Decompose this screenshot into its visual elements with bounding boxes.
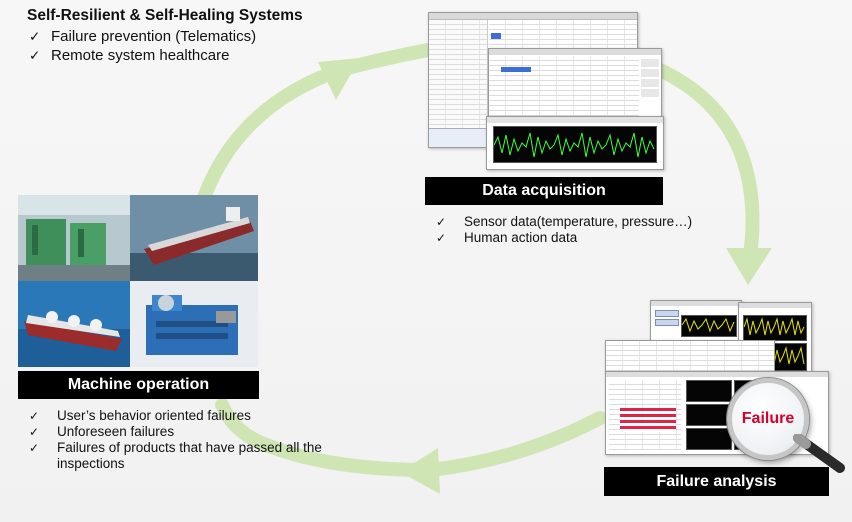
magnifier-handle (793, 434, 845, 473)
marine-engine-photo (130, 281, 258, 367)
signal-waveform (493, 132, 655, 158)
data-acquisition-item: Human action data (432, 230, 692, 246)
machine-operation-item: Failures of products that have passed al… (25, 440, 325, 472)
lng-carrier-photo (18, 281, 130, 367)
arrowhead-down (726, 248, 772, 285)
machine-operation-label: Machine operation (18, 371, 259, 399)
header-item: Failure prevention (Telematics) (27, 27, 256, 46)
engine-room-photo (18, 195, 130, 281)
data-signal-window (486, 116, 664, 170)
analysis-table-window (605, 340, 775, 372)
magnifier-lens: Failure (727, 378, 809, 460)
machine-operation-item: User’s behavior oriented failures (25, 408, 325, 424)
machine-photo-collage (18, 195, 258, 367)
arrow-data-to-failure (653, 63, 760, 269)
data-software-window-table (488, 48, 662, 118)
failure-analysis-label: Failure analysis (604, 467, 829, 496)
scope-waveform (743, 317, 805, 336)
machine-operation-item: Unforeseen failures (25, 424, 325, 440)
arrowhead-left (400, 448, 440, 494)
scope-waveform (681, 317, 735, 333)
arrowhead-up (318, 58, 360, 100)
tanker-ship-photo (130, 195, 258, 281)
arrow-machine-to-data (198, 43, 435, 202)
data-acquisition-list: Sensor data(temperature, pressure…) Huma… (432, 214, 692, 246)
analysis-window-top-left (650, 300, 742, 342)
machine-operation-list: User’s behavior oriented failures Unfore… (25, 408, 325, 472)
data-acquisition-item: Sensor data(temperature, pressure…) (432, 214, 692, 230)
header-title: Self-Resilient & Self-Healing Systems (27, 7, 303, 24)
header-list: Failure prevention (Telematics) Remote s… (27, 27, 256, 65)
magnifier-failure-text: Failure (741, 410, 795, 427)
header-item: Remote system healthcare (27, 46, 256, 65)
data-acquisition-label: Data acquisition (425, 177, 663, 205)
